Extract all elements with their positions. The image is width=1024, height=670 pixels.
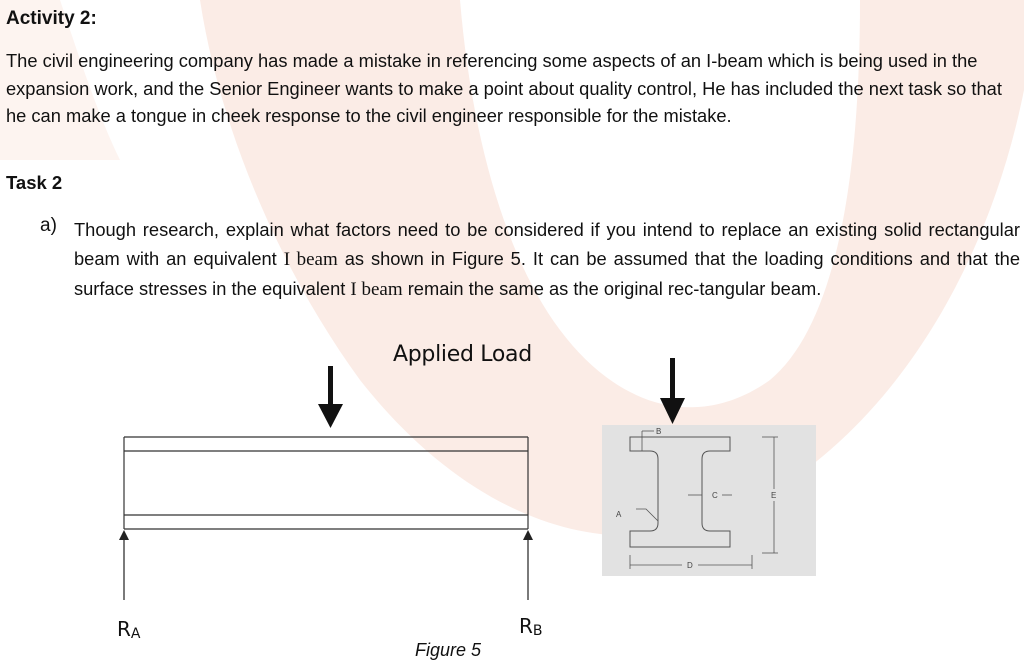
dim-label-d: D (687, 561, 693, 570)
dim-label-c: C (712, 491, 718, 500)
question-ibeam-1: I beam (283, 249, 338, 270)
question-part-2: as shown in Figure 5. It can be assumed … (74, 248, 1020, 299)
intro-paragraph: The civil engineering company has made a… (6, 50, 1002, 126)
reaction-arrow-a (119, 530, 129, 600)
question-part-3: remain the same as the original rec-tang… (402, 278, 822, 299)
reaction-a-label: RA (117, 617, 141, 642)
ibeam-cross-section: B C A D E (602, 425, 816, 576)
reaction-b-label: RB (519, 614, 543, 639)
ibeam-drawing: B C A D E (616, 427, 778, 570)
rectangular-beam (123, 436, 529, 530)
dim-label-a: A (616, 510, 622, 519)
reaction-arrow-b (523, 530, 533, 600)
load-arrow-beam (318, 366, 343, 428)
activity-heading: Activity 2: (6, 8, 97, 29)
dim-label-e: E (771, 491, 776, 500)
applied-load-label: Applied Load (393, 342, 532, 367)
load-arrow-ibeam (660, 358, 685, 424)
question-ibeam-2: I beam (350, 279, 403, 300)
task-title: Task 2 (6, 172, 63, 193)
figure-caption: Figure 5 (415, 640, 482, 660)
question-label: a) (40, 215, 57, 236)
dim-label-b: B (656, 427, 661, 436)
question-part-1: Though research, explain what factors ne… (74, 219, 1020, 269)
question-text: Though research, explain what factors ne… (74, 215, 1020, 304)
